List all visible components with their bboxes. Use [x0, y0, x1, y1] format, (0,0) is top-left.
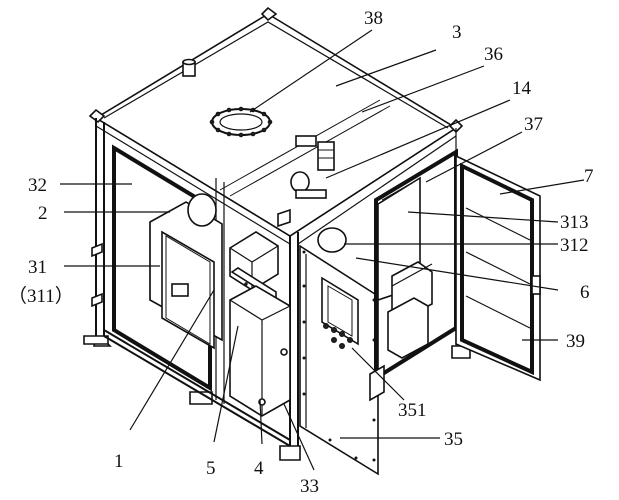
reference-labels: 38 3 36 14 37 7 32 2 313 312 31 （311） 6 …: [8, 8, 594, 497]
label-351: 351: [398, 400, 427, 421]
label-35: 35: [444, 429, 463, 450]
roof-vent: [182, 58, 196, 77]
control-cabinet: [229, 285, 291, 417]
warning-beacon: [290, 135, 335, 199]
label-6: 6: [580, 282, 590, 303]
door-handle-bracket: [369, 364, 385, 402]
label-311: （311）: [8, 285, 74, 307]
left-window: [112, 144, 212, 392]
side-fittings: [91, 208, 291, 308]
front-door: [299, 244, 379, 476]
leader-lines: [60, 29, 585, 471]
label-14: 14: [512, 78, 532, 99]
label-33: 33: [300, 476, 319, 497]
label-31: 31: [28, 257, 47, 278]
label-39: 39: [566, 331, 585, 352]
label-5: 5: [206, 458, 216, 479]
label-32: 32: [28, 175, 47, 196]
open-door: [455, 154, 541, 382]
label-1: 1: [114, 451, 124, 472]
manhole-flange: [209, 106, 273, 138]
label-3: 3: [452, 22, 462, 43]
label-313: 313: [560, 212, 589, 233]
right-interior: [317, 176, 433, 359]
label-36: 36: [484, 44, 503, 65]
label-312: 312: [560, 235, 589, 256]
inner-equipment: [149, 193, 223, 350]
label-38: 38: [364, 8, 383, 29]
label-4: 4: [254, 458, 264, 479]
label-7: 7: [584, 166, 594, 187]
label-37: 37: [524, 114, 543, 135]
label-2: 2: [38, 203, 48, 224]
